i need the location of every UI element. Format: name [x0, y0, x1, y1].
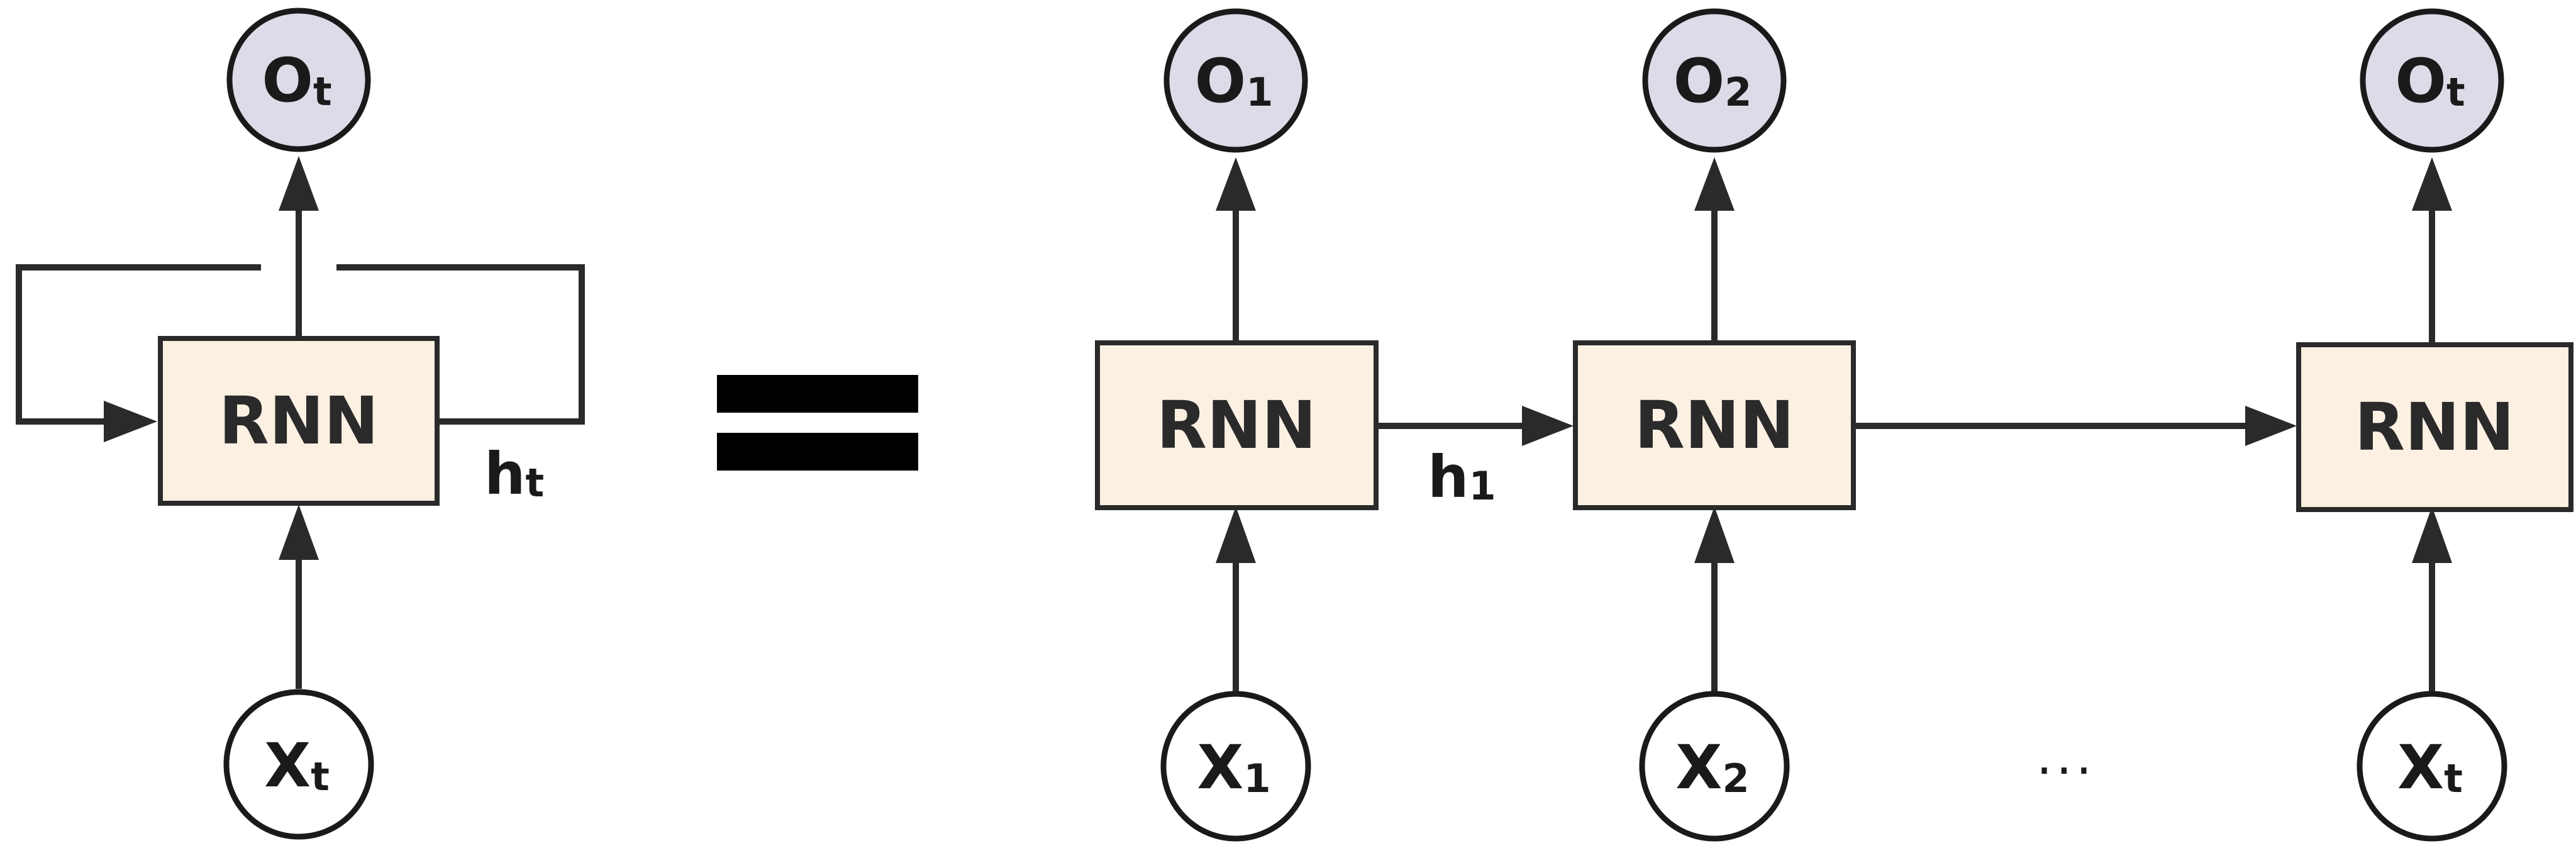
input-arrowhead: [2412, 506, 2452, 563]
rnn-label: RNN: [219, 382, 379, 459]
input-node-label: Xt: [2397, 732, 2463, 803]
output-node: [1163, 8, 1308, 153]
input-node-label: Xt: [264, 730, 330, 801]
recurrent-arrowhead: [104, 401, 157, 442]
hidden-state-label: h1: [1428, 444, 1496, 511]
equals-bar-top: [717, 375, 918, 413]
input-arrowhead: [279, 505, 319, 560]
input-node: [2357, 691, 2507, 842]
equals-bar-bottom: [717, 433, 918, 471]
input-arrowhead: [1216, 506, 1256, 563]
input-node: [1160, 691, 1311, 842]
input-node-label: X2: [1675, 732, 1749, 803]
output-node-label: O2: [1674, 46, 1752, 116]
sequence-ellipsis: ...: [2036, 727, 2096, 786]
output-arrowhead: [1694, 157, 1735, 211]
hidden-arrowhead-2-t: [2245, 406, 2297, 446]
input-node: [1639, 691, 1790, 842]
input-node: [223, 689, 374, 840]
unrolled-rnn: RNN O1 X1 h1 RNN O2 X2 ...: [1095, 8, 2573, 842]
input-node-label: X1: [1197, 732, 1270, 803]
equals-sign: [717, 375, 918, 471]
unrolled-cell-1: RNN O1 X1: [1095, 8, 1379, 842]
output-node-label: Ot: [2395, 46, 2465, 116]
output-node-label: Ot: [262, 45, 331, 116]
output-node: [1642, 8, 1787, 153]
hidden-arrowhead-1-2: [1522, 406, 1574, 446]
unrolled-cell-2: RNN O2 X2: [1573, 8, 1856, 842]
rnn-box: [2296, 342, 2573, 512]
rnn-label: RNN: [1157, 387, 1316, 464]
recurrent-loop-right: [336, 264, 585, 425]
rnn-box: [1573, 340, 1856, 510]
unrolled-cell-t: RNN Ot Xt: [2296, 8, 2573, 842]
output-arrowhead: [2412, 157, 2452, 211]
output-node: [2360, 8, 2504, 153]
recurrent-loop-left: [16, 264, 261, 425]
rnn-box: [158, 336, 440, 506]
output-arrowhead: [1216, 157, 1256, 211]
output-node-label: O1: [1195, 46, 1274, 116]
rnn-box: [1095, 340, 1379, 510]
output-arrowhead: [279, 156, 319, 211]
input-arrowhead: [1694, 506, 1735, 563]
folded-rnn: RNN Ot Xt ht: [16, 8, 585, 840]
output-node: [226, 8, 371, 152]
rnn-label: RNN: [2355, 389, 2514, 466]
rnn-label: RNN: [1635, 387, 1794, 464]
hidden-state-label: ht: [484, 440, 544, 508]
